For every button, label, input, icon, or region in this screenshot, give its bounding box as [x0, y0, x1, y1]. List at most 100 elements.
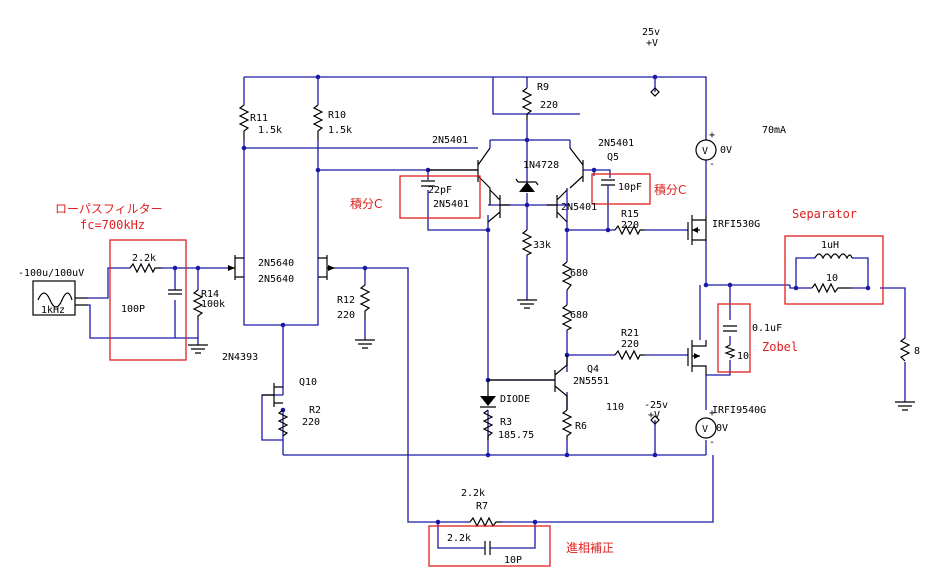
resistor-r11 — [238, 104, 250, 140]
r12-value: 220 — [337, 310, 355, 321]
q4-type: 2N5551 — [573, 376, 609, 387]
resistor-r12 — [359, 284, 371, 320]
phase-comp-label: 進相補正 — [566, 541, 614, 555]
resistor-load — [899, 337, 911, 362]
q-top-right-type: 2N5401 — [598, 138, 634, 149]
c-in-label: 100P — [121, 304, 145, 315]
meter-top-reading: 0V — [720, 145, 732, 156]
load-label: 8 — [914, 346, 920, 357]
resistor-r9 — [521, 87, 533, 120]
r7-name: R7 — [476, 501, 488, 512]
resistors — [129, 87, 911, 528]
r14-value: 100k — [201, 299, 225, 310]
resistor-input — [129, 262, 162, 274]
capacitor-100p — [168, 289, 182, 295]
resistor-sep — [811, 282, 852, 294]
source-label: -100u/100uV — [18, 268, 84, 279]
supply-current: 70mA — [762, 125, 786, 136]
resistor-r6 — [561, 409, 573, 440]
capacitor-22pf — [421, 180, 435, 187]
meter-top-symbol: V — [702, 146, 708, 157]
resistor-33k — [521, 229, 533, 256]
mos-bottom-label: IRFI9540G — [712, 405, 766, 416]
labels: -100u/100uV 1kHz ローパスフィルター fc=700kHz 積分C… — [18, 27, 920, 566]
q10-label: Q10 — [299, 377, 317, 388]
r12-name: R12 — [337, 295, 355, 306]
transistors — [228, 147, 707, 410]
q-inner-left-type: 2N5401 — [433, 199, 469, 210]
c22-label: 22pF — [428, 185, 452, 196]
integ-right-label: 積分C — [654, 182, 686, 197]
integ-left-label: 積分C — [350, 196, 382, 211]
meter-top-minus: - — [709, 159, 715, 170]
inductor-1uh — [795, 253, 869, 288]
pc-r-label: 2.2k — [447, 533, 471, 544]
diode-symbol — [480, 396, 496, 406]
r6-name: R6 — [575, 421, 587, 432]
pc-c-label: 10P — [504, 555, 522, 566]
sep-r-label: 10 — [826, 273, 838, 284]
ground-symbols — [188, 299, 915, 411]
meter-bottom-symbol: V — [702, 424, 708, 435]
r11-name: R11 — [250, 113, 268, 124]
meter-bottom-minus: - — [709, 437, 715, 448]
pos-rail: +V — [646, 38, 658, 49]
q5-label: Q5 — [607, 152, 619, 163]
voltmeter-bottom — [695, 417, 717, 439]
diode-label: DIODE — [500, 394, 530, 405]
annotation-boxes — [109, 173, 884, 567]
q-inner-right — [547, 189, 568, 223]
zobel-label: Zobel — [762, 340, 798, 354]
voltmeter-top — [695, 139, 717, 161]
r3-name: R3 — [500, 417, 512, 428]
integ-left-box — [399, 175, 481, 219]
resistor-r14 — [192, 289, 204, 320]
r2-value: 220 — [302, 417, 320, 428]
r2-name: R2 — [309, 405, 321, 416]
signal-source — [32, 280, 88, 316]
phase-comp-box — [428, 525, 551, 567]
resistor-680b — [561, 304, 573, 331]
q4 — [488, 355, 568, 410]
zobel-r-label: 10 — [737, 351, 749, 362]
separator-label: Separator — [792, 207, 857, 221]
jfet-b-label: 2N5640 — [258, 274, 294, 285]
q-top-left-type: 2N5401 — [432, 135, 468, 146]
resistor-680a — [561, 261, 573, 291]
r21-name: R21 — [621, 328, 639, 339]
r9-name: R9 — [537, 82, 549, 93]
pos-voltage: 25v — [642, 27, 660, 38]
capacitor-10p — [484, 541, 491, 555]
r11-value: 1.5k — [258, 125, 282, 136]
source-freq: 1kHz — [41, 305, 65, 316]
meter-bottom-plus: + — [709, 408, 715, 419]
q-inner-left — [487, 189, 510, 223]
wires — [88, 76, 906, 549]
integ-right-box — [591, 173, 651, 205]
r14-name: R14 — [201, 289, 219, 300]
r15-value: 220 — [621, 220, 639, 231]
zobel-c-label: 0.1uF — [752, 323, 782, 334]
r9-value: 220 — [540, 100, 558, 111]
r15-name: R15 — [621, 209, 639, 220]
separator-box — [784, 235, 884, 305]
mosfet-bottom — [687, 340, 707, 375]
lowpass-fc: fc=700kHz — [80, 218, 145, 232]
r110-label: 110 — [606, 402, 624, 413]
r-in-label: 2.2k — [132, 253, 156, 264]
resistor-r15 — [614, 224, 645, 236]
cs-jfet-label: 2N4393 — [222, 352, 258, 363]
diodes — [480, 178, 539, 408]
meter-bottom-reading: 0V — [716, 423, 728, 434]
zobel-box — [717, 303, 751, 373]
resistor-r7 — [469, 516, 502, 528]
q-top-left — [428, 147, 491, 205]
mos-top-label: IRFI530G — [712, 219, 760, 230]
capacitor-zobel — [723, 325, 737, 332]
r21-value: 220 — [621, 339, 639, 350]
neg-rail: +V — [648, 410, 660, 421]
jfet-a-label: 2N5640 — [258, 258, 294, 269]
jfet-q10 — [262, 383, 283, 407]
capacitors — [168, 179, 737, 555]
